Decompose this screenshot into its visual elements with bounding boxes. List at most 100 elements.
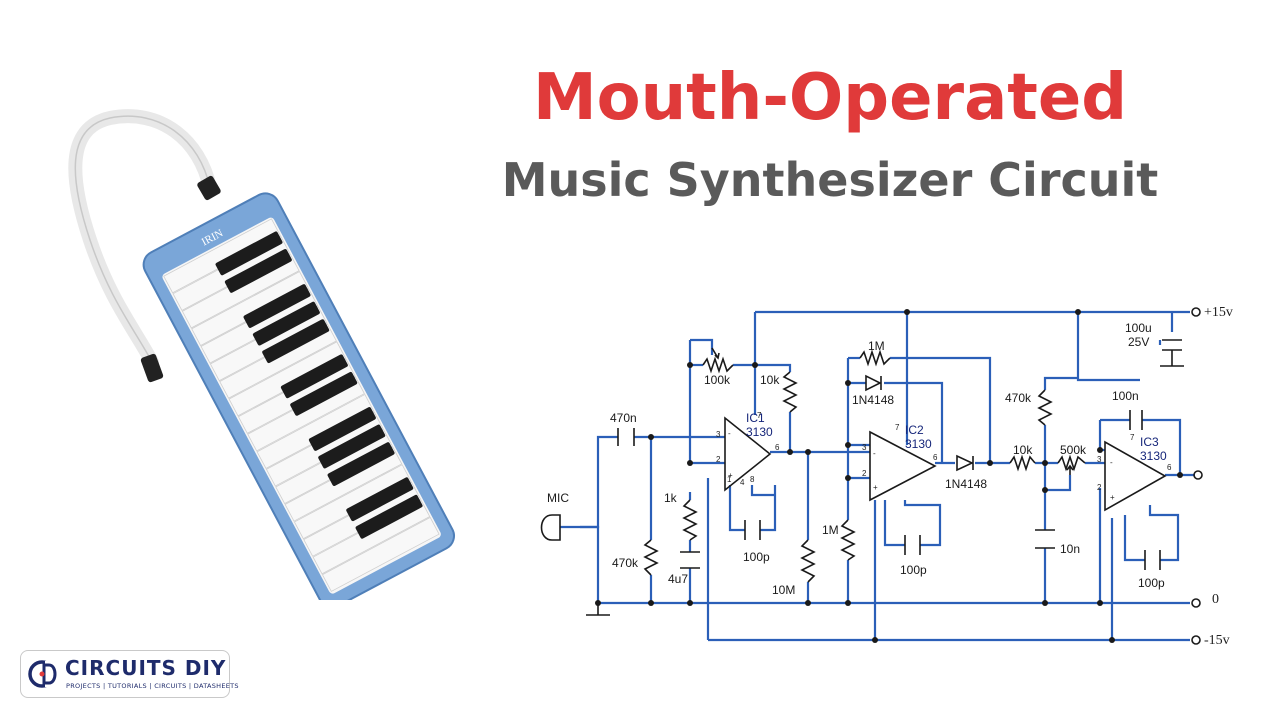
mouthpiece-tip (140, 353, 164, 383)
diode-1 (865, 374, 882, 392)
black-key (318, 424, 386, 469)
svg-text:-: - (1110, 458, 1113, 467)
melodica-illustration: IRIN (68, 109, 456, 600)
capacitor-470n (617, 428, 635, 446)
label-ground-rail: 0 (1212, 592, 1219, 607)
label-positive-rail: +15v (1204, 305, 1233, 320)
svg-text:6: 6 (775, 443, 780, 452)
svg-text:6: 6 (933, 453, 938, 462)
black-key (243, 284, 311, 328)
capacitor-100p-a (744, 520, 761, 540)
svg-text:7: 7 (895, 423, 900, 432)
label-10k-a: 10k (760, 373, 780, 387)
label-100k: 100k (704, 373, 731, 387)
capacitor-100p-b (904, 535, 921, 555)
svg-text:2: 2 (716, 455, 721, 464)
svg-text:2: 2 (1097, 483, 1102, 492)
svg-text:+: + (1110, 493, 1115, 502)
logo-tagline: PROJECTS | TUTORIALS | CIRCUITS | DATASH… (66, 682, 239, 690)
terminal-ground (1191, 598, 1201, 608)
label-100p-a: 100p (743, 550, 770, 564)
resistor-10k-a (782, 371, 798, 413)
label-1m-bias: 1M (822, 523, 839, 537)
label-ic3: IC3 (1140, 435, 1159, 449)
label-ic1-part: 3130 (746, 425, 773, 439)
svg-text:7: 7 (757, 411, 762, 420)
svg-text:3: 3 (716, 430, 721, 439)
resistor-1k (682, 499, 698, 541)
resistor-10k-b (1009, 454, 1036, 472)
circuits-diy-logo[interactable]: CIRCUITS DIY PROJECTS | TUTORIALS | CIRC… (20, 650, 239, 698)
label-100p-c: 100p (1138, 576, 1165, 590)
resistor-470k (643, 539, 659, 576)
black-key (308, 407, 376, 451)
capacitor-4u7 (680, 551, 700, 569)
terminal-output (1193, 470, 1203, 480)
label-100n: 100n (1112, 389, 1139, 403)
label-1n4148-b: 1N4148 (945, 477, 987, 491)
black-key (252, 301, 320, 346)
label-1m-feedback: 1M (868, 339, 885, 353)
capacitor-10n (1035, 529, 1055, 549)
capacitor-100n (1129, 410, 1143, 430)
label-470k-b: 470k (1005, 391, 1032, 405)
label-100p-b: 100p (900, 563, 927, 577)
op-amp-ic3 (1104, 440, 1167, 512)
page-subtitle: Music Synthesizer Circuit (501, 153, 1159, 207)
white-key (321, 516, 440, 592)
label-10k-b: 10k (1013, 443, 1033, 457)
terminal-positive (1191, 307, 1201, 317)
label-10m: 10M (772, 583, 795, 597)
op-amp-ic1 (724, 416, 772, 492)
svg-text:4: 4 (740, 478, 745, 487)
svg-text:-: - (873, 449, 876, 458)
terminal-negative (1191, 635, 1201, 645)
op-amp-ic2 (869, 430, 937, 502)
label-10n: 10n (1060, 542, 1080, 556)
black-key (327, 442, 395, 486)
resistor-1m-feedback (859, 349, 891, 367)
label-mic: MIC (547, 491, 569, 505)
diode-2 (956, 454, 974, 472)
label-ic3-part: 3130 (1140, 449, 1167, 463)
logo-cd-icon (28, 660, 59, 688)
label-4u7: 4u7 (668, 572, 688, 586)
black-key (215, 231, 283, 276)
label-1k: 1k (664, 491, 678, 505)
potentiometer-500k (1057, 454, 1086, 472)
label-ic2: IC2 (905, 423, 924, 437)
svg-text:7: 7 (1130, 433, 1135, 442)
svg-text:-: - (728, 429, 731, 438)
black-key (280, 354, 348, 399)
label-500k: 500k (1060, 443, 1087, 457)
svg-text:6: 6 (1167, 463, 1172, 472)
black-key (355, 494, 423, 539)
label-25v: 25V (1128, 335, 1149, 349)
svg-text:+: + (873, 483, 878, 492)
logo-name: CIRCUITS DIY (65, 656, 227, 680)
svg-text:1: 1 (727, 475, 732, 484)
label-470k: 470k (612, 556, 639, 570)
resistor-470k-b (1037, 389, 1053, 426)
capacitor-100u (1162, 339, 1182, 351)
label-negative-rail: -15v (1204, 633, 1230, 648)
page-title: Mouth-Operated (532, 61, 1128, 135)
label-1n4148-a: 1N4148 (852, 393, 894, 407)
resistor-10m (800, 539, 816, 583)
capacitor-100p-c (1144, 550, 1161, 570)
svg-text:3: 3 (1097, 455, 1102, 464)
svg-text:2: 2 (862, 469, 867, 478)
black-key (290, 371, 358, 416)
svg-text:8: 8 (750, 475, 755, 484)
black-key (224, 249, 292, 293)
label-ic2-part: 3130 (905, 437, 932, 451)
svg-text:+: + (728, 471, 733, 480)
resistor-1m-bias (840, 519, 856, 561)
black-key (262, 319, 330, 364)
potentiometer-100k (702, 356, 734, 374)
label-470n: 470n (610, 411, 637, 425)
microphone-icon (540, 514, 561, 541)
black-key (346, 477, 414, 522)
svg-text:3: 3 (862, 443, 867, 452)
